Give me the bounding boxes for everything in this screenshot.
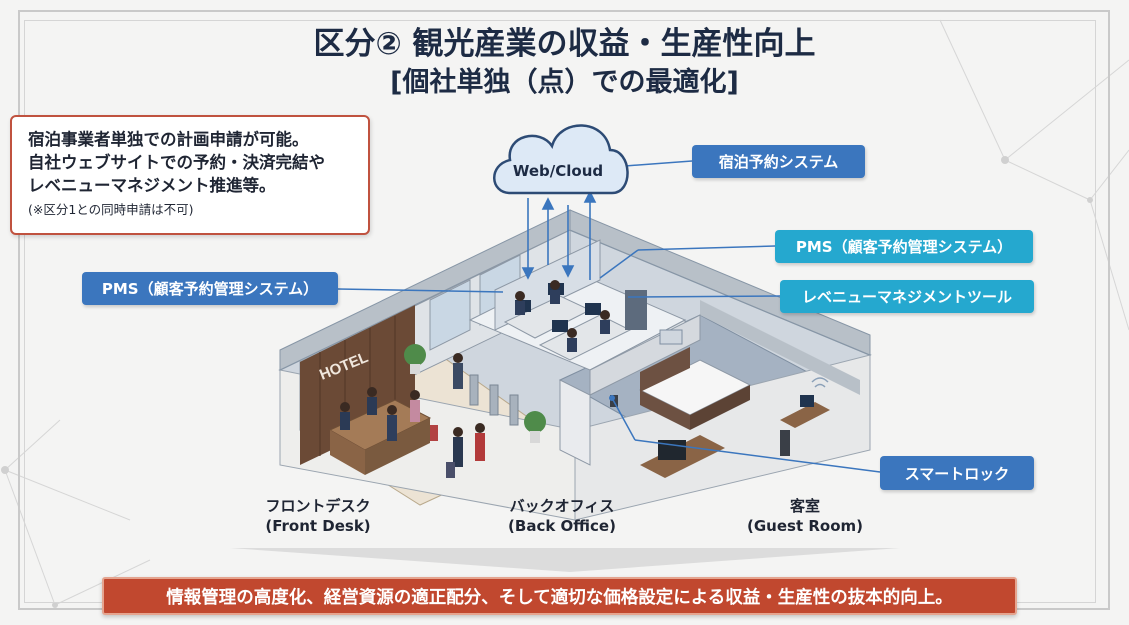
page-title: 区分② 観光産業の収益・生産性向上 bbox=[313, 26, 816, 62]
office-desks bbox=[503, 280, 647, 361]
back-wall-right-top bbox=[569, 209, 871, 356]
bed bbox=[638, 329, 752, 430]
people bbox=[340, 353, 485, 478]
callout-revenue-tool: レベニューマネジメントツール bbox=[780, 280, 1034, 313]
callout-booking-system: 宿泊予約システム bbox=[692, 145, 865, 178]
page-subtitle: [個社単独（点）での最適化] bbox=[390, 67, 739, 98]
guest-room-wall-top bbox=[700, 300, 860, 395]
callout-pms-right: PMS（顧客予約管理システム） bbox=[775, 230, 1033, 263]
info-note-box: 宿泊事業者単独での計画申請が可能。 自社ウェブサイトでの予約・決済完結や レベニ… bbox=[10, 115, 370, 235]
reception-counter-side bbox=[330, 430, 365, 475]
plants bbox=[404, 344, 546, 443]
floor-shadow bbox=[230, 548, 900, 572]
hotel-wood-wall bbox=[300, 305, 415, 465]
guest-room-wall-left bbox=[559, 379, 591, 466]
smart-lock-marker bbox=[609, 395, 615, 401]
right-wall bbox=[574, 354, 871, 521]
back-office-en: (Back Office) bbox=[508, 517, 616, 535]
wifi-icon bbox=[811, 377, 829, 388]
note-line-3: レベニューマネジメント推進等。 bbox=[28, 176, 276, 195]
front-desk-jp: フロントデスク bbox=[265, 497, 371, 515]
reception-counter-front bbox=[365, 418, 430, 475]
back-office-jp: バックオフィス bbox=[509, 497, 615, 515]
front-desk-en: (Front Desk) bbox=[265, 517, 371, 535]
note-small-text: (※区分1との同時申請は不可) bbox=[28, 202, 194, 217]
room-label-back-office: バックオフィス (Back Office) bbox=[492, 496, 632, 536]
guest-room-jp: 客室 bbox=[789, 497, 820, 515]
callout-smart-lock: スマートロック bbox=[880, 456, 1034, 490]
callout-pms-left: PMS（顧客予約管理システム） bbox=[82, 272, 338, 305]
conclusion-banner: 情報管理の高度化、経営資源の適正配分、そして適切な価格設定による収益・生産性の抜… bbox=[102, 577, 1017, 615]
cloud-icon bbox=[493, 124, 629, 195]
note-line-2: 自社ウェブサイトでの予約・決済完結や bbox=[28, 153, 325, 172]
callout-connectors bbox=[337, 160, 881, 473]
security-gates bbox=[469, 374, 519, 426]
room-label-front-desk: フロントデスク (Front Desk) bbox=[248, 496, 388, 536]
room-label-guest-room: 客室 (Guest Room) bbox=[730, 496, 880, 536]
note-line-1: 宿泊事業者単独での計画申請が可能。 bbox=[28, 130, 309, 149]
cloud-label: Web/Cloud bbox=[513, 162, 603, 180]
guest-room-en: (Guest Room) bbox=[747, 517, 863, 535]
cloud-data-arrows bbox=[521, 190, 597, 280]
